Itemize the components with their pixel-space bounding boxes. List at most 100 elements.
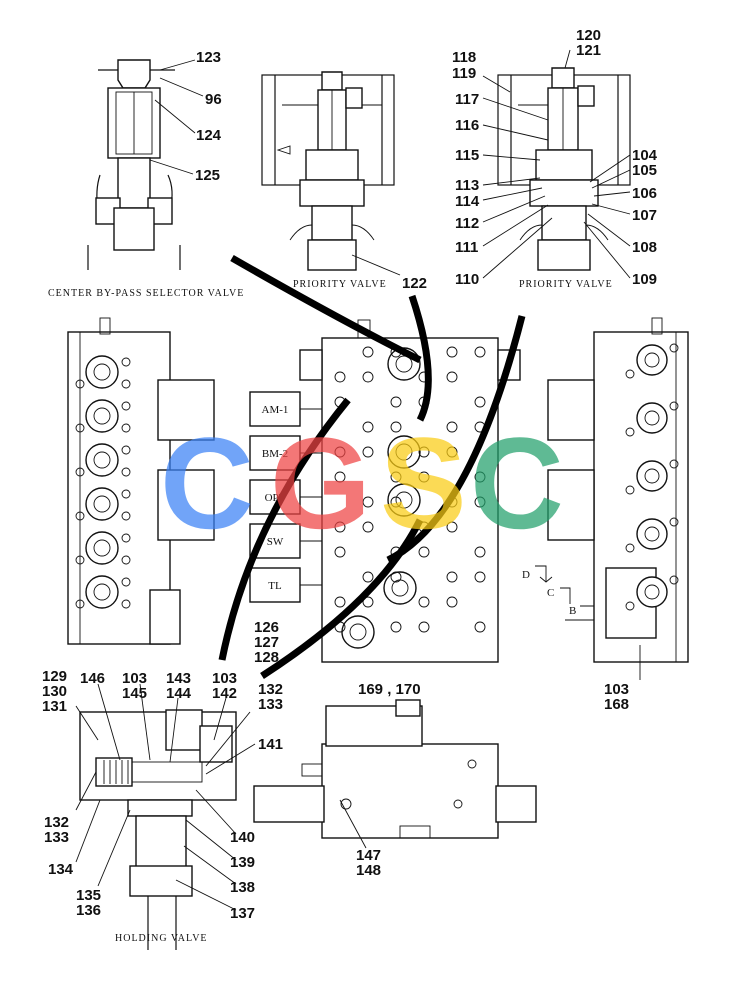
bolt-hole (446, 371, 458, 383)
bolt-hole (390, 471, 402, 483)
bolt-hole (474, 621, 486, 633)
bolt-hole (669, 517, 679, 527)
port-boss (85, 531, 119, 565)
bolt-hole (625, 601, 635, 611)
port-boss (85, 575, 119, 609)
port-boss (636, 460, 668, 492)
watermark-s: S (380, 410, 467, 556)
callout-label: 108 (632, 239, 657, 256)
callout-label: 135 (76, 887, 101, 904)
holding-spring (103, 760, 129, 784)
callout-label: 119 (452, 65, 476, 82)
port-hole (93, 583, 111, 601)
callout-label: 121 (576, 42, 601, 59)
port-boss (636, 576, 668, 608)
bolt-hole (334, 596, 346, 608)
callout-labels: 123 96 124 125 122 120 121 118 119 117 1… (42, 27, 658, 922)
bolt-hole (474, 496, 486, 508)
port-boss (636, 344, 668, 376)
callout-label: 125 (195, 167, 220, 184)
port-hole (93, 495, 111, 513)
callout-label: 96 (205, 91, 222, 108)
bolt-hole (75, 599, 85, 609)
assembly-pointers (218, 254, 526, 679)
bolt-hole (418, 546, 430, 558)
bolt-hole (362, 521, 374, 533)
callout-label: 118 (452, 49, 476, 66)
bolt-hole (362, 496, 374, 508)
bolt-hole (474, 571, 486, 583)
bolt-hole (121, 577, 131, 587)
bolt-hole (474, 396, 486, 408)
port-hole (644, 352, 660, 368)
bolt-hole (121, 357, 131, 367)
callout-label: 104 (632, 147, 658, 164)
callout-label: 128 (254, 649, 279, 666)
callout-label: 131 (42, 698, 67, 715)
bolt-hole (362, 596, 374, 608)
bolt-hole (446, 571, 458, 583)
main-port-inner (395, 355, 413, 373)
callout-label: 109 (632, 271, 657, 288)
callout-label: 116 (455, 117, 479, 134)
bolt-hole (418, 621, 430, 633)
bolt-hole (390, 396, 402, 408)
callout-label: 113 (455, 177, 479, 194)
main-port-inner (349, 623, 367, 641)
callout-label: 117 (455, 91, 479, 108)
bolt-hole (474, 471, 486, 483)
callout-label: 103 (604, 681, 629, 698)
solenoid-box (249, 391, 301, 427)
port-boss (636, 402, 668, 434)
main-port (383, 571, 417, 605)
port-boss (85, 399, 119, 433)
callout-label: 130 (42, 683, 67, 700)
bolt-hole (334, 446, 346, 458)
bolt-hole (474, 546, 486, 558)
port-hole (93, 451, 111, 469)
caption-center-bypass: CENTER BY-PASS SELECTOR VALVE (48, 288, 244, 299)
bolt-hole (121, 401, 131, 411)
bolt-hole (625, 427, 635, 437)
priority-valve-1 (261, 71, 401, 276)
callout-label: 140 (230, 829, 255, 846)
view-letter-c: C (547, 587, 554, 599)
right-ports (625, 343, 679, 611)
callout-label: 126 (254, 619, 279, 636)
main-port (341, 615, 375, 649)
bolt-hole (446, 521, 458, 533)
bolt-hole (75, 423, 85, 433)
bolt-hole (418, 596, 430, 608)
bolt-hole (669, 401, 679, 411)
bolt-hole (390, 571, 402, 583)
callout-label: 129 (42, 668, 67, 685)
watermark-c2: C (470, 410, 564, 556)
solenoid-box (249, 435, 301, 471)
bolt-hole (121, 445, 131, 455)
bolt-hole (75, 555, 85, 565)
bolt-hole (362, 421, 374, 433)
callout-label: 103 (212, 670, 237, 687)
main-port (387, 435, 421, 469)
bolt-hole (446, 596, 458, 608)
bolt-hole (121, 379, 131, 389)
bolt-hole (625, 369, 635, 379)
port-boss (85, 443, 119, 477)
callout-label: 105 (632, 162, 657, 179)
callout-label: 144 (166, 685, 192, 702)
bolt-hole (625, 485, 635, 495)
bolt-hole (334, 471, 346, 483)
bolt-hole (362, 446, 374, 458)
callout-label: 141 (258, 736, 283, 753)
section-markers (535, 565, 595, 621)
bolt-hole (75, 379, 85, 389)
callout-label: 112 (455, 215, 479, 232)
view-letter-b: B (569, 605, 576, 617)
callout-label: 146 (80, 670, 105, 687)
solenoid-box (249, 567, 301, 603)
callout-label: 134 (48, 861, 74, 878)
callout-label: 139 (230, 854, 255, 871)
solenoid-label: AM-1 (262, 404, 289, 416)
bolt-hole (390, 496, 402, 508)
bolt-hole (669, 343, 679, 353)
